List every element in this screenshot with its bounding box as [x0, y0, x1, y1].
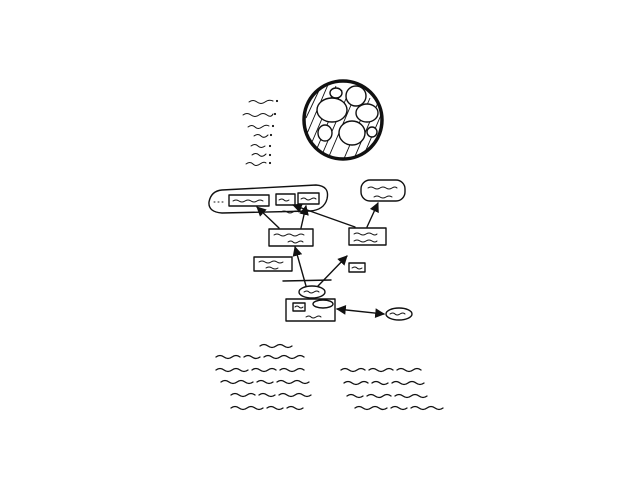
- cell-blob-6: [330, 88, 342, 98]
- cell-blob-2: [346, 86, 366, 106]
- list-item: [246, 162, 271, 166]
- diagram-edges: [257, 203, 384, 314]
- small-label-tag: [349, 263, 365, 272]
- list-item: [254, 134, 272, 137]
- middle-right-box: [349, 228, 386, 245]
- cell-blob-7: [367, 127, 377, 137]
- group-item-2: [276, 194, 295, 205]
- edge-base-to-side: [337, 309, 384, 314]
- handwritten-paragraph-left-column: [216, 345, 311, 410]
- group-item-1: [229, 195, 269, 206]
- list-item: [252, 154, 271, 157]
- lower-left-box: [254, 257, 292, 271]
- handwritten-bullet-list: [243, 100, 278, 166]
- side-ellipse: [386, 308, 412, 320]
- cell-blob-1: [317, 98, 347, 122]
- list-item: [251, 145, 271, 148]
- cell-sketch-icon: [296, 80, 392, 168]
- handwritten-paragraph-right-column: [341, 369, 443, 410]
- cell-blob-4: [339, 121, 365, 145]
- list-item: [249, 100, 278, 104]
- base-box: [286, 299, 335, 321]
- edge-left-to-item1: [257, 207, 279, 228]
- edge-right-to-bubble: [367, 203, 378, 227]
- base-inner-ellipse: [313, 300, 333, 308]
- group-item-3: [298, 193, 319, 204]
- cell-blob-5: [318, 125, 332, 141]
- cell-blob-3: [356, 104, 378, 122]
- hub-ellipse: [299, 286, 325, 298]
- top-left-group: [209, 185, 328, 213]
- top-right-bubble: [361, 180, 405, 201]
- list-item: [248, 125, 274, 129]
- middle-left-box: [269, 229, 313, 246]
- list-item: [243, 113, 276, 117]
- edge-hub-to-right: [318, 256, 347, 286]
